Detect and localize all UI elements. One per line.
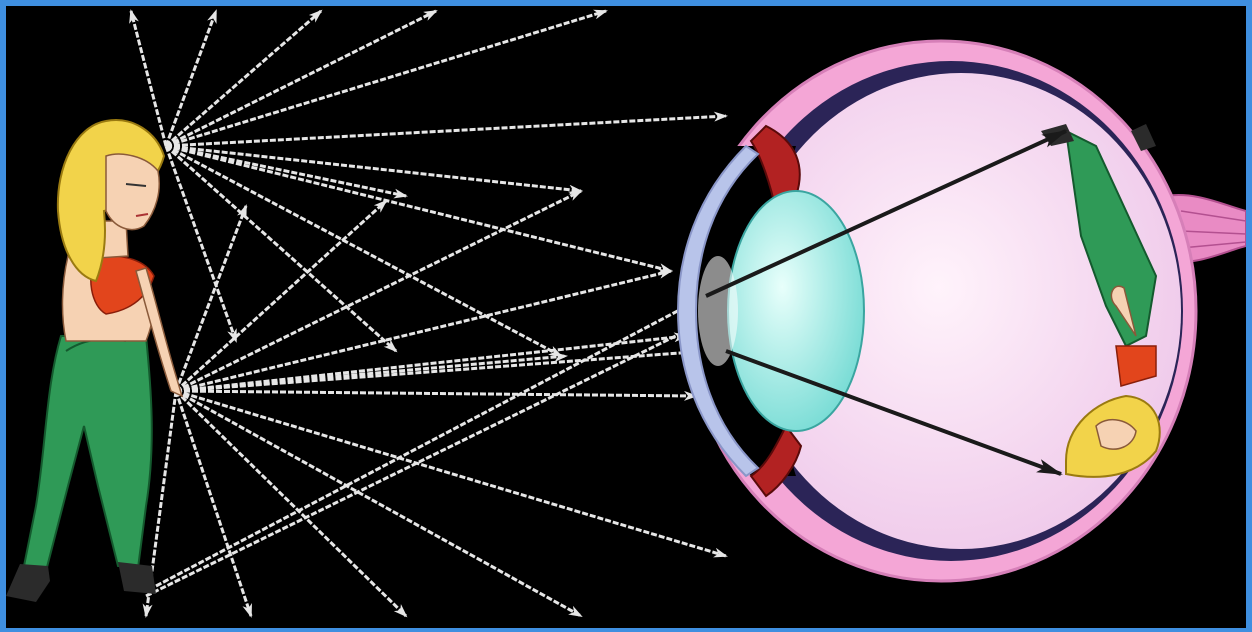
diagram-frame	[6, 6, 1246, 628]
light-ray	[166, 146, 581, 191]
light-ray	[166, 11, 606, 146]
light-ray	[176, 201, 386, 391]
eye-cross-section	[678, 41, 1246, 581]
converging-ray	[156, 296, 706, 586]
woman-figure	[6, 120, 182, 602]
light-rays	[131, 11, 726, 616]
light-ray	[166, 146, 671, 271]
light-ray	[166, 146, 561, 356]
eye-image-formation-diagram	[6, 6, 1246, 628]
light-ray	[176, 391, 406, 616]
light-ray	[166, 116, 726, 146]
light-ray	[176, 336, 686, 391]
light-ray	[166, 11, 436, 146]
light-ray	[176, 391, 696, 396]
light-ray	[176, 391, 581, 616]
